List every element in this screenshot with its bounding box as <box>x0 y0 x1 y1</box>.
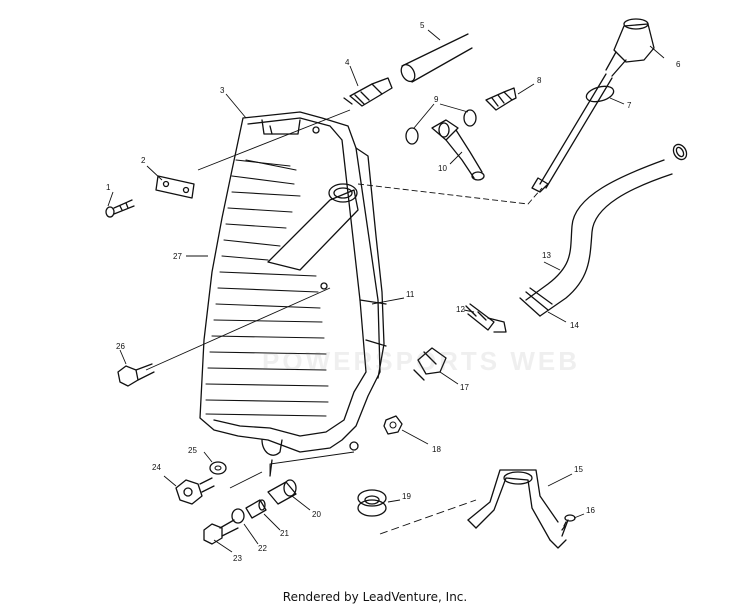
washer-9b <box>463 109 477 127</box>
callout-11: 11 <box>406 290 415 299</box>
leader-lines <box>107 29 665 553</box>
callout-18: 18 <box>432 445 441 454</box>
callout-16: 16 <box>586 506 595 515</box>
callout-26: 26 <box>116 342 125 351</box>
callout-5: 5 <box>420 21 425 30</box>
render-credit: Rendered by LeadVenture, Inc. <box>282 590 468 604</box>
callout-20: 20 <box>312 510 321 519</box>
bushing-20 <box>267 479 297 505</box>
callout-27: 27 <box>173 252 182 261</box>
callout-8: 8 <box>537 76 542 85</box>
banjo-elbow-10 <box>431 119 485 181</box>
watermark: POWERSPORTS WEB <box>262 346 581 376</box>
callout-2: 2 <box>141 156 146 165</box>
callout-23: 23 <box>233 554 242 563</box>
callout-14: 14 <box>570 321 579 330</box>
callout-21: 21 <box>280 529 289 538</box>
callout-numbers: 1 2 3 4 5 6 7 8 9 10 11 12 13 14 15 16 1… <box>106 21 681 563</box>
callout-13: 13 <box>542 251 551 260</box>
callout-4: 4 <box>345 58 350 67</box>
fitting-17 <box>413 347 447 381</box>
fitting-8 <box>485 87 517 111</box>
callout-10: 10 <box>438 164 447 173</box>
oil-tank <box>199 111 387 477</box>
dipstick-rod <box>531 73 613 193</box>
callout-1: 1 <box>106 183 111 192</box>
callout-24: 24 <box>152 463 161 472</box>
callout-6: 6 <box>676 60 681 69</box>
hose-5 <box>400 33 473 83</box>
mount-bracket-15 <box>467 469 567 549</box>
bolt-1 <box>105 199 135 218</box>
grommet-19 <box>357 489 387 517</box>
tank-cooling-fins <box>205 159 329 417</box>
callout-17: 17 <box>460 383 469 392</box>
callout-9: 9 <box>434 95 439 104</box>
dipstick-cap-6 <box>605 18 655 77</box>
fitting-4 <box>343 77 393 107</box>
fitting-12 <box>465 303 507 333</box>
screw-16 <box>561 514 576 537</box>
callout-3: 3 <box>220 86 225 95</box>
bolt-24 <box>175 477 215 505</box>
callout-7: 7 <box>627 101 632 110</box>
washer-25 <box>209 461 227 475</box>
hose-clamp <box>672 143 688 161</box>
washer-22 <box>231 508 245 524</box>
vent-hose-13 <box>519 159 673 317</box>
callout-12: 12 <box>456 305 465 314</box>
nut-18 <box>383 415 403 435</box>
plate-2 <box>155 175 195 199</box>
bolt-23 <box>203 519 239 545</box>
bolt-26 <box>117 363 155 387</box>
callout-19: 19 <box>402 492 411 501</box>
callout-25: 25 <box>188 446 197 455</box>
spacer-21 <box>245 499 267 519</box>
callout-15: 15 <box>574 465 583 474</box>
washer-9a <box>405 127 419 145</box>
callout-22: 22 <box>258 544 267 553</box>
